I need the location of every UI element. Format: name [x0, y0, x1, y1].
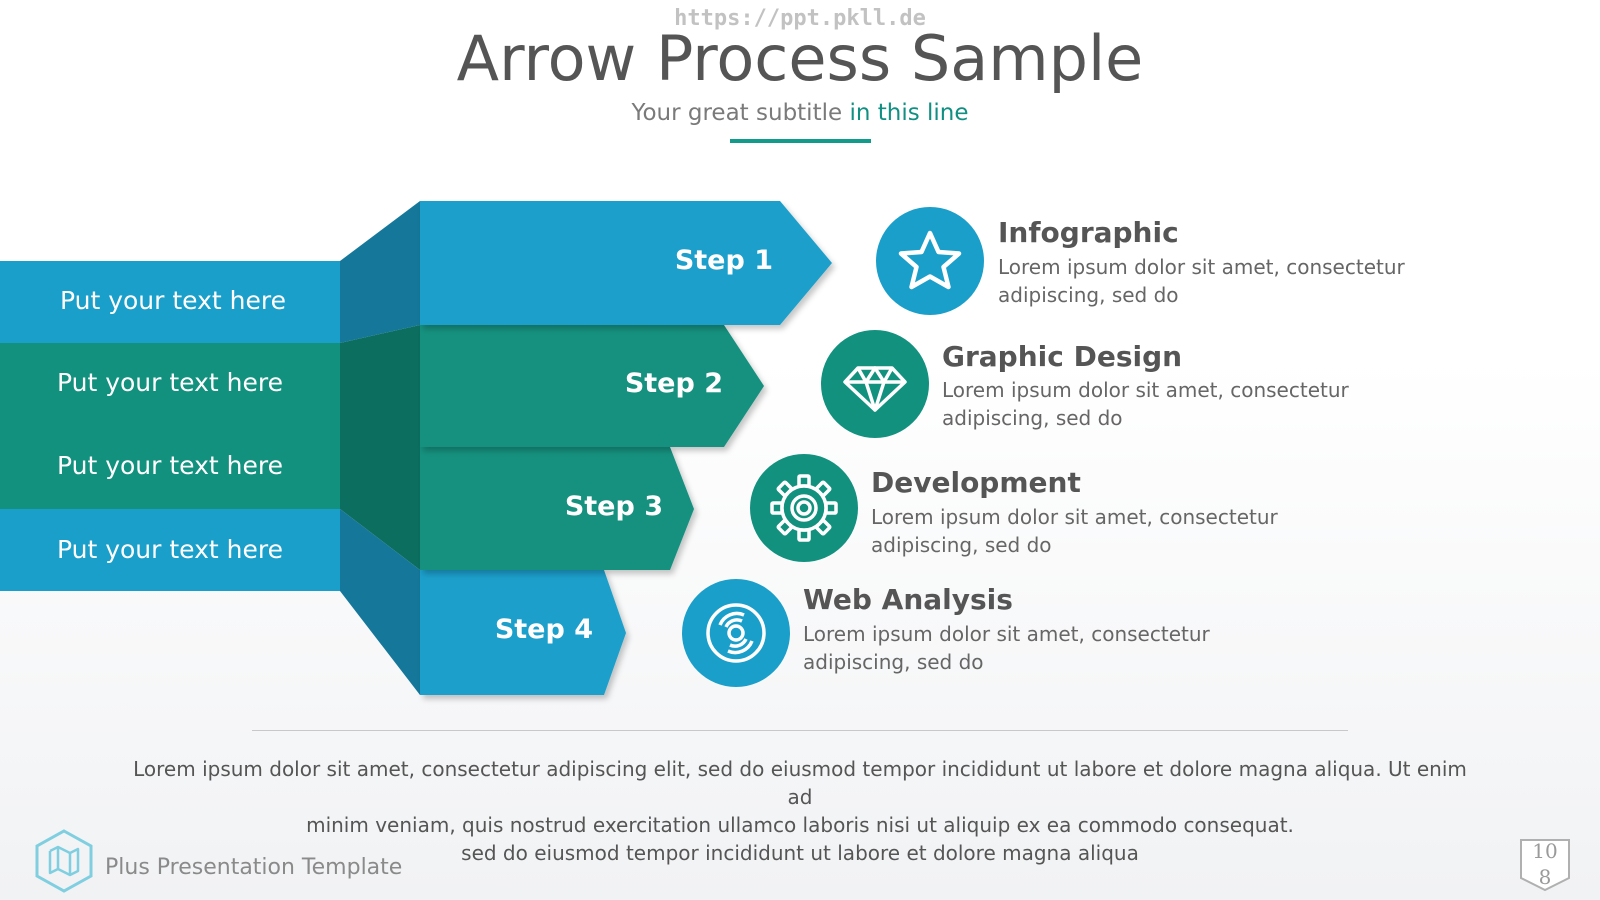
item-heading-1: Infographic — [998, 216, 1179, 249]
step-arrow-4 — [420, 570, 626, 695]
band-4 — [0, 509, 340, 591]
item-heading-3: Development — [871, 466, 1081, 499]
step-label-1: Step 1 — [674, 245, 773, 276]
item-icon-circle-1 — [876, 207, 984, 315]
step-arrow-1 — [420, 201, 832, 325]
gear-icon — [770, 474, 838, 542]
fold-4 — [340, 509, 420, 695]
footer-paragraph: Lorem ipsum dolor sit amet, consectetur … — [120, 755, 1480, 867]
fold-1 — [340, 201, 420, 343]
step-arrow-3 — [420, 447, 694, 570]
footer-line-1: Lorem ipsum dolor sit amet, consectetur … — [133, 757, 1467, 809]
footer-line-2: minim veniam, quis nostrud exercitation … — [306, 813, 1294, 837]
page-number-line-2: 8 — [1538, 865, 1552, 889]
page-number: 10 8 — [1519, 838, 1571, 892]
diamond-icon — [843, 366, 907, 412]
map-icon — [35, 829, 93, 893]
subtitle-highlight: in this line — [849, 100, 969, 126]
disc-icon — [706, 603, 766, 663]
band-label-2: Put your text here — [56, 368, 283, 397]
page-subtitle: Your great subtitle in this line — [0, 100, 1600, 126]
footer-divider — [252, 730, 1348, 731]
item-body-3: Lorem ipsum dolor sit amet, consectetur … — [871, 505, 1278, 557]
band-label-3: Put your text here — [56, 451, 283, 480]
star-icon — [898, 230, 962, 290]
page-number-badge — [1520, 839, 1570, 892]
watermark: https://ppt.pkll.de — [674, 6, 926, 31]
step-label-3: Step 3 — [564, 491, 663, 522]
item-body-1: Lorem ipsum dolor sit amet, consectetur … — [998, 255, 1405, 307]
band-1 — [0, 261, 340, 343]
fold-2 — [340, 325, 420, 570]
page-number-line-1: 10 — [1532, 839, 1558, 863]
item-icon-circle-3 — [750, 454, 858, 562]
brand-label: Plus Presentation Template — [105, 855, 403, 880]
item-body-2: Lorem ipsum dolor sit amet, consectetur … — [942, 378, 1349, 430]
page-title: Arrow Process Sample — [456, 22, 1144, 95]
item-icon-circle-4 — [682, 579, 790, 687]
band-label-4: Put your text here — [56, 535, 283, 564]
step-arrow-2 — [420, 325, 764, 447]
item-icon-circle-2 — [821, 330, 929, 438]
item-body-4: Lorem ipsum dolor sit amet, consectetur … — [803, 622, 1210, 674]
title-underline — [730, 139, 871, 143]
band-label-1: Put your text here — [59, 286, 286, 315]
item-heading-4: Web Analysis — [803, 583, 1013, 616]
step-label-2: Step 2 — [624, 368, 723, 399]
item-heading-2: Graphic Design — [942, 340, 1183, 373]
subtitle-main: Your great subtitle — [631, 100, 850, 126]
footer-line-3: sed do eiusmod tempor incididunt ut labo… — [461, 841, 1139, 865]
step-label-4: Step 4 — [494, 614, 593, 645]
band-2 — [0, 343, 340, 509]
